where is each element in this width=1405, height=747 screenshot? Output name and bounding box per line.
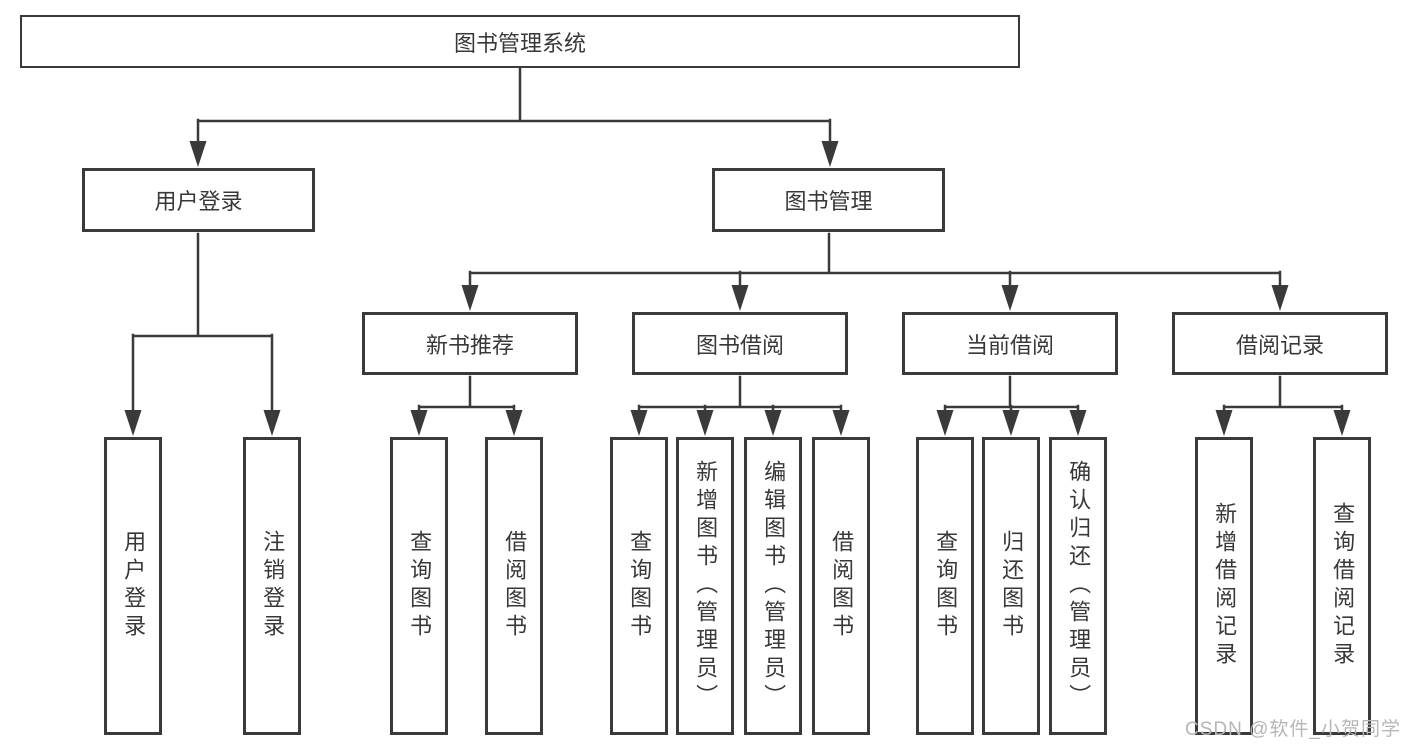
leaf-label: 查询借阅记录 [1330,502,1356,670]
leaf-label: 借阅图书 [502,530,528,642]
leaf-label: 注销登录 [260,530,286,642]
node-new-books: 新书推荐 [362,312,578,375]
node-borrow-records: 借阅记录 [1172,312,1388,375]
leaf-label: 查询图书 [933,530,959,642]
leaf-borrow-borrow: 借阅图书 [812,437,870,735]
leaf-label: 查询图书 [407,530,433,642]
leaf-records-query: 查询借阅记录 [1313,437,1371,735]
leaf-borrow-add-admin: 新增图书（管理员） [676,437,734,735]
leaf-borrow-query: 查询图书 [610,437,668,735]
leaf-label: 用户登录 [121,530,147,642]
leaf-newbooks-borrow: 借阅图书 [485,437,543,735]
node-book-borrow: 图书借阅 [632,312,848,375]
leaf-newbooks-query: 查询图书 [390,437,448,735]
leaf-user-login: 用户登录 [104,437,162,735]
node-current-borrow: 当前借阅 [902,312,1118,375]
leaf-logout: 注销登录 [243,437,301,735]
leaf-label: 借阅图书 [829,530,855,642]
csdn-watermark: CSDN @软件_小贺同学 [1185,719,1401,740]
leaf-label: 查询图书 [627,530,653,642]
leaf-label: 新增图书（管理员） [693,460,719,712]
leaf-current-query: 查询图书 [916,437,974,735]
leaf-label: 编辑图书（管理员） [761,460,787,712]
leaf-current-return: 归还图书 [982,437,1040,735]
node-root: 图书管理系统 [20,15,1020,68]
node-user-login: 用户登录 [82,168,315,232]
leaf-borrow-edit-admin: 编辑图书（管理员） [744,437,802,735]
leaf-records-add: 新增借阅记录 [1195,437,1253,735]
leaf-label: 确认归还（管理员） [1066,460,1092,712]
leaf-label: 新增借阅记录 [1212,502,1238,670]
node-book-management: 图书管理 [712,168,945,232]
leaf-label: 归还图书 [999,530,1025,642]
leaf-current-confirm-admin: 确认归还（管理员） [1049,437,1107,735]
